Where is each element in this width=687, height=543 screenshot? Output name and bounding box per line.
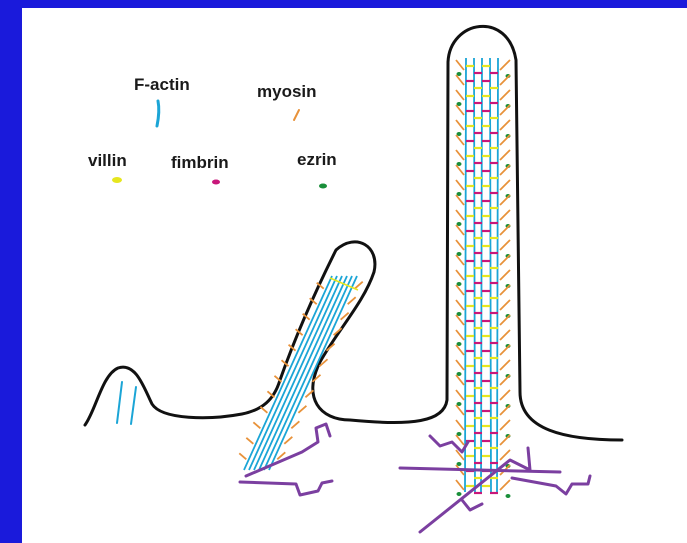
myosin-arm: [456, 225, 464, 235]
myosin-arm: [500, 180, 510, 190]
myosin-arm: [456, 420, 464, 430]
myosin-arm: [500, 225, 510, 235]
diagonal-actin-bundle: [239, 276, 362, 470]
actin-filament: [481, 58, 482, 492]
actin-filament: [497, 58, 498, 492]
myosin-arm: [260, 407, 267, 413]
myosin-arm: [456, 405, 464, 415]
myosin-arm: [500, 210, 510, 220]
myosin-arm: [500, 270, 510, 280]
myosin-arm: [456, 375, 464, 385]
myosin-arm: [284, 437, 292, 444]
myosin-arm: [500, 450, 510, 460]
myosin-arm: [348, 297, 356, 304]
myosin-arm: [500, 480, 510, 490]
myosin-arm: [456, 435, 464, 445]
myosin-arm: [500, 315, 510, 325]
myosin-arm: [456, 75, 464, 85]
myosin-arm: [500, 360, 510, 370]
myosin-arm: [456, 150, 464, 160]
myosin-arm: [456, 195, 464, 205]
actin-filament: [259, 276, 347, 470]
myosin-arm: [500, 60, 510, 70]
myosin-arm: [456, 180, 464, 190]
diagram-slide: F-actin myosin villin fimbrin ezrin: [22, 8, 687, 543]
myosin-arm: [456, 285, 464, 295]
myosin-arm: [456, 120, 464, 130]
legend-ezrin-label: ezrin: [297, 150, 337, 170]
myosin-arm: [456, 255, 464, 265]
legend-factin-label: F-actin: [134, 75, 190, 95]
myosin-arm: [355, 282, 363, 289]
tall-actin-bundle: [456, 58, 511, 498]
myosin-arm: [500, 255, 510, 265]
legend-fimbrin-icon: [212, 180, 220, 185]
myosin-arm: [500, 150, 510, 160]
myosin-arm: [500, 285, 510, 295]
myosin-arm: [500, 195, 510, 205]
myosin-arm: [456, 330, 464, 340]
myosin-arm: [456, 345, 464, 355]
actin-filament: [490, 58, 491, 492]
legend-fimbrin-label: fimbrin: [171, 153, 229, 173]
myosin-arm: [456, 480, 464, 490]
myosin-arm: [298, 406, 306, 413]
myosin-arm: [500, 300, 510, 310]
actin-filament: [264, 276, 352, 470]
myosin-arm: [500, 75, 510, 85]
myosin-arm: [456, 315, 464, 325]
actin-filament: [474, 58, 475, 492]
myosin-arm: [500, 90, 510, 100]
myosin-arm: [500, 105, 510, 115]
small-hump-actin: [117, 382, 136, 424]
myosin-arm: [291, 421, 299, 428]
myosin-arm: [500, 390, 510, 400]
actin-filament: [254, 276, 342, 470]
legend-factin-icon: [157, 101, 159, 126]
myosin-arm: [456, 135, 464, 145]
ezrin-link: [457, 492, 462, 496]
myosin-arm: [456, 390, 464, 400]
legend-myosin-label: myosin: [257, 82, 317, 102]
myosin-arm: [239, 453, 246, 459]
myosin-arm: [456, 270, 464, 280]
myosin-arm: [456, 240, 464, 250]
myosin-arm: [456, 90, 464, 100]
myosin-arm: [456, 105, 464, 115]
actin-filament: [249, 276, 337, 470]
myosin-arm: [500, 405, 510, 415]
myosin-arm: [456, 165, 464, 175]
legend-villin-icon: [112, 177, 122, 183]
terminal-web-filaments: [240, 424, 590, 532]
legend-ezrin-icon: [319, 184, 327, 189]
myosin-arm: [500, 165, 510, 175]
myosin-arm: [456, 60, 464, 70]
myosin-arm: [456, 210, 464, 220]
myosin-arm: [246, 438, 253, 444]
myosin-arm: [500, 345, 510, 355]
actin-filament: [465, 58, 466, 492]
myosin-arm: [500, 435, 510, 445]
myosin-arm: [500, 375, 510, 385]
myosin-arm: [500, 240, 510, 250]
myosin-arm: [500, 120, 510, 130]
myosin-arm: [456, 360, 464, 370]
myosin-arm: [456, 300, 464, 310]
legend-villin-label: villin: [88, 151, 127, 171]
myosin-arm: [500, 330, 510, 340]
myosin-arm: [253, 422, 260, 428]
legend-myosin-icon: [294, 110, 299, 120]
myosin-arm: [500, 135, 510, 145]
ezrin-link: [506, 494, 511, 498]
myosin-arm: [500, 420, 510, 430]
microvilli-diagram: [22, 8, 687, 543]
